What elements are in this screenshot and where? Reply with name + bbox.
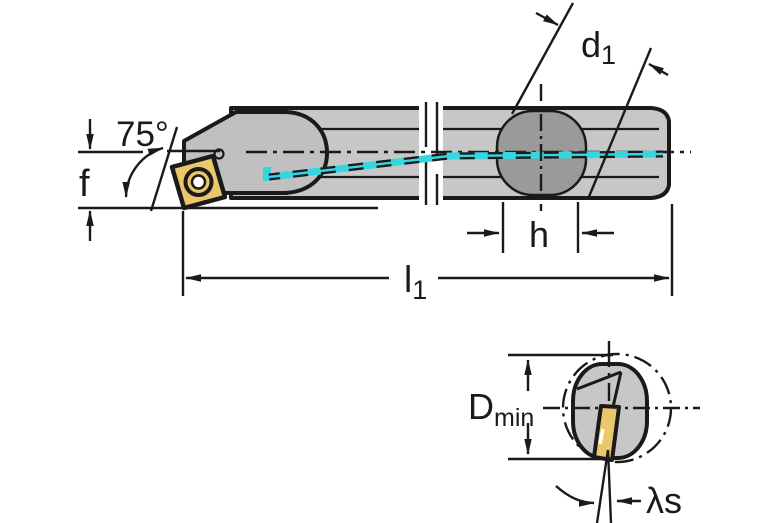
dim-d1: d1 (510, 2, 669, 200)
dim-f: f (78, 119, 378, 241)
section-insert (592, 404, 621, 462)
section-centerlines (543, 341, 700, 410)
shank-break-lines (419, 100, 443, 207)
label-lambda-s: λs (646, 480, 682, 521)
label-h: h (529, 214, 549, 255)
insert-edge-body (592, 404, 621, 462)
coolant-line-core (268, 152, 664, 179)
lambda-arc-arrow (555, 485, 595, 507)
tangent-line-lower (586, 47, 653, 200)
break-gap (419, 100, 443, 207)
lambda-ref-vertical (606, 449, 613, 523)
label-approach-angle: 75° (116, 115, 169, 154)
dim-h: h (467, 84, 614, 255)
insert-screw-hole (190, 174, 207, 190)
lambda-ref-tilted (595, 449, 610, 523)
label-f: f (79, 163, 90, 205)
arrow-to-upper-line (535, 11, 559, 27)
pocket-line-diagonal (576, 370, 622, 391)
coolant-outlet-tick (263, 167, 271, 181)
arrow-to-lower-line (648, 62, 669, 77)
insert-screw-hole-ring (183, 167, 214, 197)
tangent-line-upper (510, 2, 575, 115)
dim-l1: l1 (181, 204, 674, 305)
cross-section-view: Dmin λs (468, 341, 700, 523)
dim-dmin: Dmin (468, 353, 613, 461)
angle-arc (122, 146, 164, 198)
label-dmin: Dmin (468, 386, 534, 432)
dim-lambda-s: λs (555, 449, 682, 523)
pocket-line-vertical (611, 371, 623, 408)
label-d1: d1 (581, 24, 616, 70)
insert-edge-mark (598, 428, 605, 445)
coolant-channel (263, 150, 664, 181)
top-view: 75° f d1 h (78, 2, 691, 305)
cutting-insert (169, 148, 228, 211)
dim-approach-angle: 75° (78, 115, 220, 212)
label-l1: l1 (404, 259, 427, 305)
